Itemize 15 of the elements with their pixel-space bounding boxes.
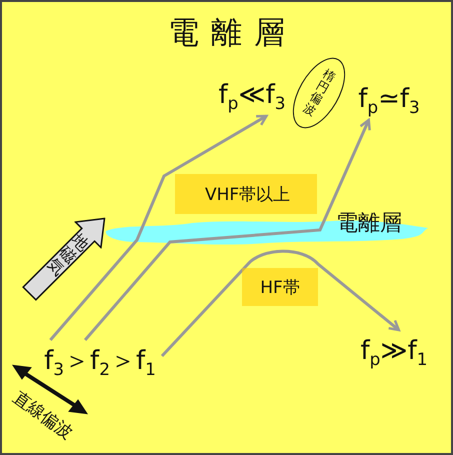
- formula: f$_{p}$≪f$_{3}$: [218, 80, 286, 110]
- band-label: VHF帯以上: [205, 184, 290, 206]
- ray-arrow: [49, 114, 268, 341]
- polarization-label: 直線偏波: [8, 386, 77, 445]
- band-box: [175, 174, 317, 214]
- formula: f$_{p}$≃f$_{3}$: [358, 84, 420, 114]
- node-text: 楕円偏波: [300, 67, 338, 119]
- ray-arrow: [84, 118, 371, 341]
- band-box: [242, 268, 318, 306]
- title: 電離層: [167, 14, 298, 53]
- node-text: 地磁気: [44, 230, 92, 280]
- formula: f$_{p}$≫f$_{1}$: [360, 336, 428, 366]
- formula: f$_{3}$＞f$_{2}$＞f$_{1}$: [44, 344, 156, 378]
- band-label: HF帯: [260, 276, 300, 298]
- ray-arrow: [160, 250, 400, 358]
